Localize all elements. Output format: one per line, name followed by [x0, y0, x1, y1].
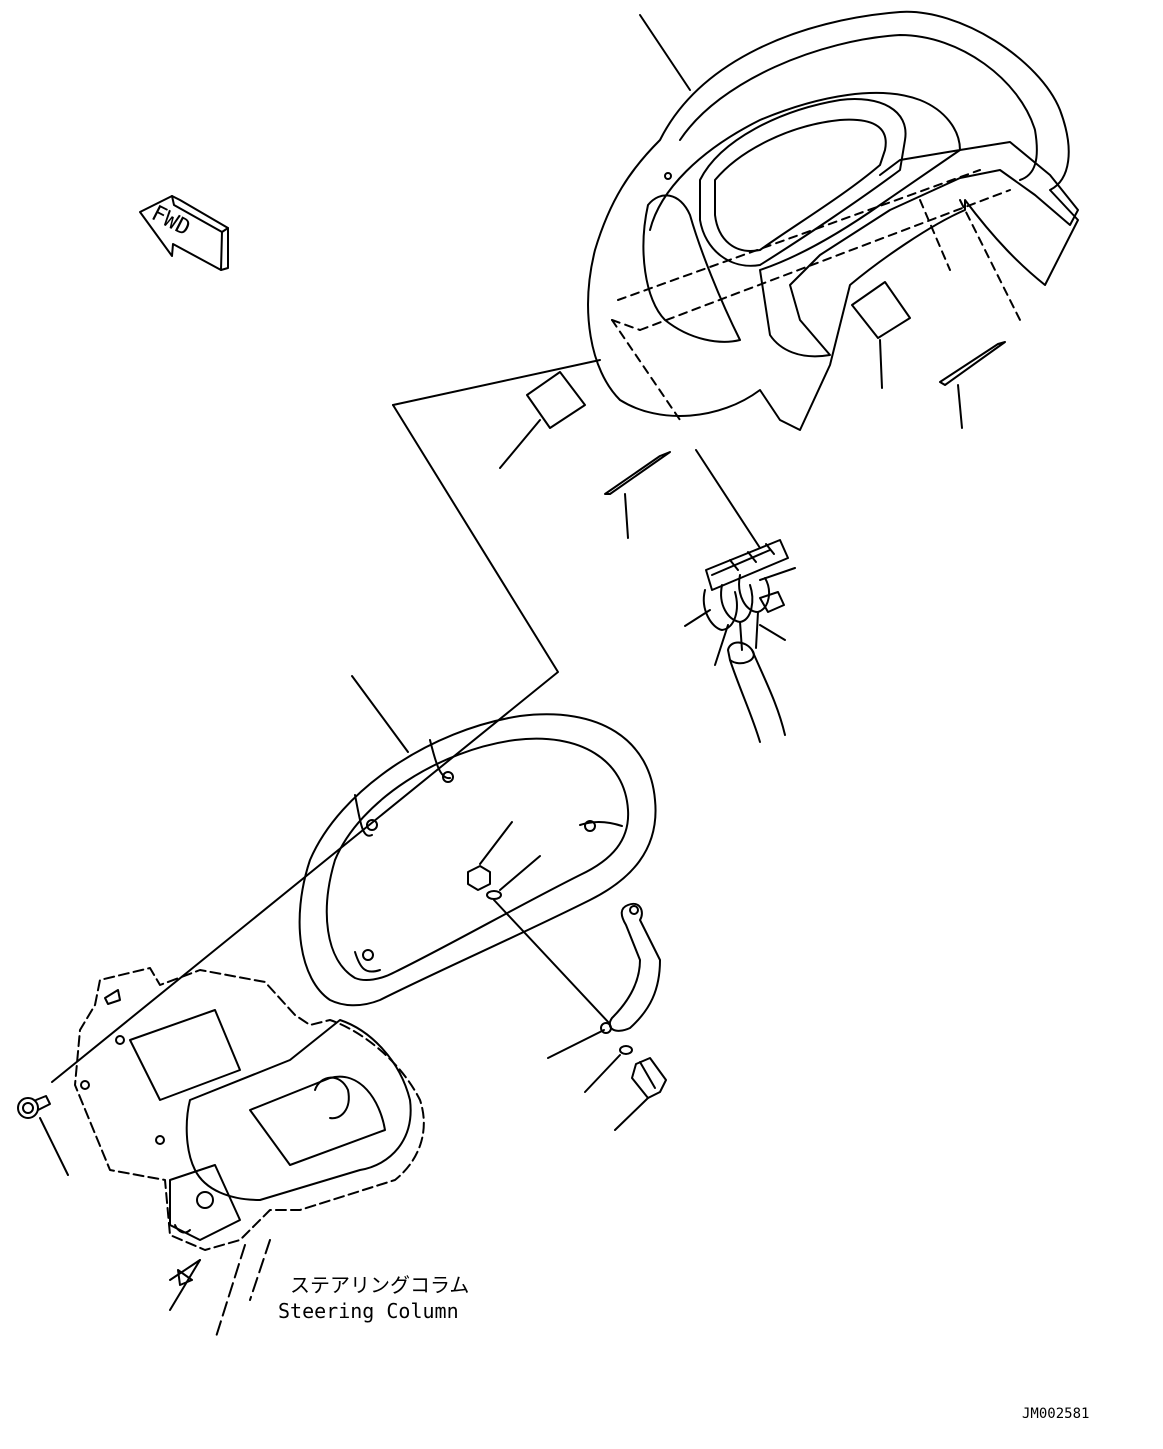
- center-axis: [493, 899, 611, 1025]
- strip-right: [939, 341, 1006, 429]
- strip-left: [604, 451, 671, 539]
- steering-column-en-label: Steering Column: [278, 1299, 459, 1323]
- fwd-arrow-icon: [139, 195, 229, 271]
- clip: [17, 1095, 69, 1176]
- washer: [486, 855, 541, 900]
- drawing-number: JM002581: [1022, 1406, 1089, 1422]
- nut: [467, 821, 513, 891]
- harness-connector: [684, 449, 796, 743]
- ground-strap: [547, 902, 661, 1059]
- hidden-lines: [611, 169, 1021, 421]
- bolt: [614, 1057, 667, 1131]
- steering-column: [74, 967, 425, 1341]
- leader-box: [51, 404, 559, 1083]
- fwd-label: FWD: [147, 201, 194, 241]
- leader-box-top: [392, 359, 601, 406]
- pad-left: [499, 371, 586, 469]
- gauge-bezel: [298, 675, 657, 1007]
- lock-washer: [584, 1045, 633, 1093]
- pad-right: [851, 281, 911, 389]
- steering-column-jp-label: ステアリングコラム: [290, 1273, 469, 1297]
- instrument-cover: [587, 10, 1079, 431]
